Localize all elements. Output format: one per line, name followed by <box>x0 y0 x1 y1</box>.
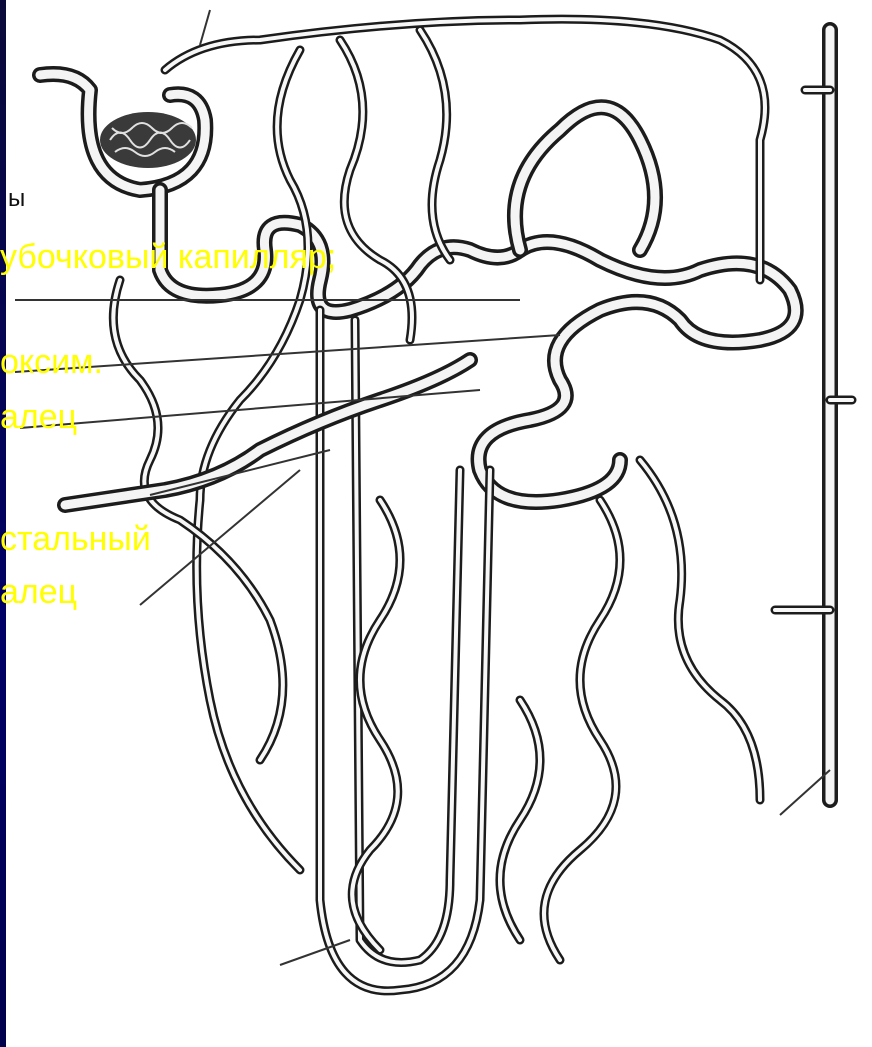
label-proximal-line2: алец <box>0 398 77 436</box>
peritubular-capillaries <box>113 19 765 960</box>
label-proximal-line1: оксим. <box>0 343 103 381</box>
label-peritubular-capillary: убочковый капилляр; <box>0 238 336 276</box>
label-distal-line1: стальный <box>0 520 151 558</box>
label-glomerulus-fragment: ы <box>8 180 25 218</box>
right-collecting-vessel <box>775 30 852 800</box>
label-distal-line2: алец <box>0 573 77 611</box>
glomerulus <box>40 74 205 190</box>
proximal-tubule <box>160 107 796 502</box>
distal-tubule <box>65 360 470 505</box>
